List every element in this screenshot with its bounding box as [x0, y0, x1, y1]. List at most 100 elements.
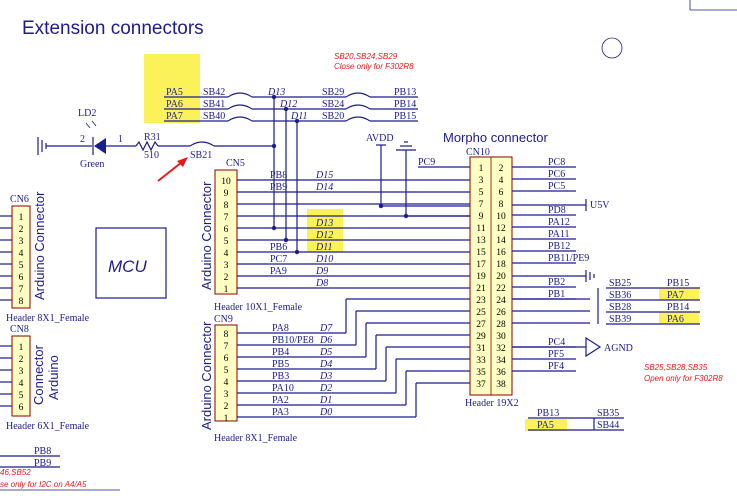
cn5-net-label: D12 [315, 230, 333, 241]
cn10-footer: Header 19X2 [465, 398, 519, 409]
cn9-pin-number: 6 [224, 354, 229, 364]
led-ref: LD2 [78, 108, 96, 119]
sb21-label: SB21 [190, 150, 212, 161]
cn5-net-label: D13 [315, 218, 333, 229]
mcu-label: MCU [108, 257, 147, 276]
solder-bridge-icon [345, 92, 371, 98]
cn9-pin-number: 8 [224, 330, 229, 340]
sb41-label: SB41 [203, 99, 225, 110]
bottom-sb-label: SB44 [597, 420, 619, 431]
cn10-pin-number: 21 [476, 284, 486, 294]
cn9-ref: CN9 [214, 314, 233, 325]
cn10-pin-number: 13 [476, 236, 486, 246]
cn5-footer: Header 10X1_Female [214, 302, 303, 313]
cn5-net-label: D10 [315, 254, 333, 265]
cn5-ref: CN5 [226, 158, 245, 169]
net-d13-top: D13 [267, 87, 285, 98]
cn5-port-label: PB6 [270, 242, 287, 253]
cn10-right-signal: PF4 [548, 361, 564, 372]
junction-dot [271, 143, 277, 149]
agnd-label: AGND [604, 343, 633, 354]
top-pin-pa5: PA5 [166, 87, 183, 98]
cn6-label: Arduino Connector [32, 191, 47, 300]
cn10-pin-number: 28 [496, 320, 506, 330]
top-pin-pb13: PB13 [394, 87, 416, 98]
cn5-pins: 10987654321PB8PB9PB6PC7PA9D15D14D13D12D1… [221, 170, 470, 295]
led-pin1: 1 [118, 134, 123, 145]
cn10-pin-number: 26 [496, 308, 506, 318]
cn6-footer: Header 8X1_Female [6, 313, 90, 324]
cn9-pin-number: 1 [224, 414, 229, 424]
cn10-right-signal: PB12 [548, 241, 570, 252]
cn8-pin-number: 4 [19, 379, 24, 389]
junction-dot [294, 249, 300, 255]
cn5-label: Arduino Connector [199, 181, 214, 290]
cn10-pin-number: 7 [479, 200, 484, 210]
cn10-pin-number: 22 [496, 284, 506, 294]
bottom-left-pb9: PB9 [34, 458, 51, 469]
cn10-pin-number: 36 [496, 368, 506, 378]
cn5-pin-number: 4 [224, 249, 229, 259]
cn8-label-2: Arduino [46, 355, 61, 400]
cn10-left-signal: PC9 [418, 157, 435, 168]
cn6-pin-number: 8 [19, 297, 24, 307]
junction-dot [283, 237, 289, 243]
cn6-body [11, 205, 31, 309]
cn9-net-label: D0 [319, 407, 332, 418]
cn9-port-label: PB3 [272, 371, 289, 382]
sb24-label: SB24 [322, 99, 344, 110]
highlight-pa7 [659, 288, 699, 300]
cn10-pin-number: 27 [476, 320, 486, 330]
cn10-pin-number: 4 [499, 176, 504, 186]
cn5-net-label: D11 [315, 242, 332, 253]
resistor-value: 510 [144, 150, 159, 161]
cn8-footer: Header 6X1_Female [6, 421, 90, 432]
avdd-label: AVDD [366, 133, 394, 144]
cn6-pin-number: 3 [19, 237, 24, 247]
cn6-ref: CN6 [10, 194, 29, 205]
cn5-port-label: PB8 [270, 170, 287, 181]
cn10-pin-number: 16 [496, 248, 506, 258]
cn9-port-label: PB5 [272, 359, 289, 370]
cn9-port-label: PB10/PE8 [272, 335, 314, 346]
cn6-pin-number: 7 [19, 285, 24, 295]
agnd-icon [585, 336, 602, 358]
cn5-net-label: D15 [315, 170, 333, 181]
cn9-net-label: D2 [319, 383, 332, 394]
cn10-pin-number: 19 [476, 272, 486, 282]
cn10-pin-number: 30 [496, 332, 506, 342]
note-sb20: SB20,SB24,SB29 [334, 52, 398, 61]
light-arrow-icon [85, 120, 97, 129]
cn9-pin-number: 2 [224, 402, 229, 412]
cn5-port-label: PA9 [270, 266, 287, 277]
top-pin-pa6: PA6 [166, 99, 183, 110]
cn9-port-label: PA3 [272, 407, 289, 418]
cn6-pin-number: 4 [19, 249, 24, 259]
resistor-ref: R31 [144, 132, 161, 143]
cn10-pin-number: 33 [476, 356, 486, 366]
cn8-pin-number: 6 [19, 403, 24, 413]
right-sb-label: SB39 [609, 314, 631, 325]
cn8-ref: CN8 [10, 324, 29, 335]
cn10-right-signal: PF5 [548, 349, 564, 360]
cn10-right-signal: PA12 [548, 217, 570, 228]
right-sb-pin: PB15 [667, 278, 689, 289]
mounting-hole-icon [601, 37, 623, 59]
mcu-block [95, 227, 167, 299]
cn9-port-label: PA10 [272, 383, 294, 394]
cn5-body [214, 169, 238, 295]
bottom-sb-pin: PA5 [537, 420, 554, 431]
cn10-right-signal: PA11 [548, 229, 570, 240]
right-sb-label: SB36 [609, 290, 631, 301]
cn10-right-signal: PB1 [548, 289, 565, 300]
cn10-pin-number: 11 [476, 224, 485, 234]
cn6-pin-number: 2 [19, 225, 24, 235]
sheet-title: Extension connectors [22, 18, 204, 39]
bottom-left-pb8: PB8 [34, 446, 51, 457]
resistor-icon [135, 140, 159, 152]
cn10-pin-number: 23 [476, 296, 486, 306]
solder-bridge-icon [227, 116, 253, 122]
